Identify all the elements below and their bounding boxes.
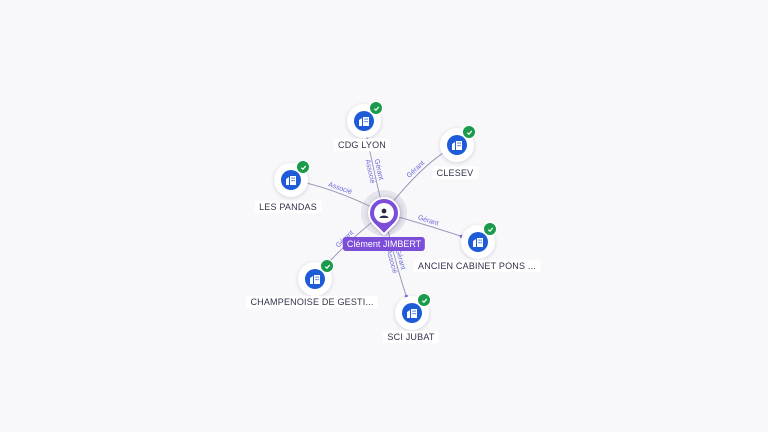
company-node[interactable] (347, 101, 383, 138)
company-label[interactable]: CDG LYON (334, 139, 390, 151)
person-icon (374, 203, 394, 223)
verified-check-icon (369, 101, 383, 115)
verified-check-icon (320, 259, 334, 273)
building-icon (305, 269, 325, 289)
company-node[interactable] (461, 222, 497, 259)
company-label[interactable]: ANCIEN CABINET PONS ... (414, 260, 540, 272)
company-node[interactable] (274, 160, 310, 197)
building-icon (354, 111, 374, 131)
company-node[interactable] (298, 259, 334, 296)
center-person-label[interactable]: Clément JIMBERT (342, 237, 426, 251)
company-label[interactable]: SCI JUBAT (383, 331, 439, 343)
company-label[interactable]: LES PANDAS (255, 201, 321, 213)
building-icon (447, 135, 467, 155)
company-node[interactable] (395, 293, 431, 330)
company-label[interactable]: CHAMPENOISE DE GESTI... (246, 296, 378, 308)
company-node[interactable] (440, 125, 476, 162)
edge-label: Gérant (373, 158, 384, 180)
verified-check-icon (417, 293, 431, 307)
building-icon (468, 232, 488, 252)
building-icon (402, 303, 422, 323)
building-icon (281, 170, 301, 190)
company-label[interactable]: CLESEV (432, 167, 478, 179)
verified-check-icon (483, 222, 497, 236)
verified-check-icon (462, 125, 476, 139)
verified-check-icon (296, 160, 310, 174)
